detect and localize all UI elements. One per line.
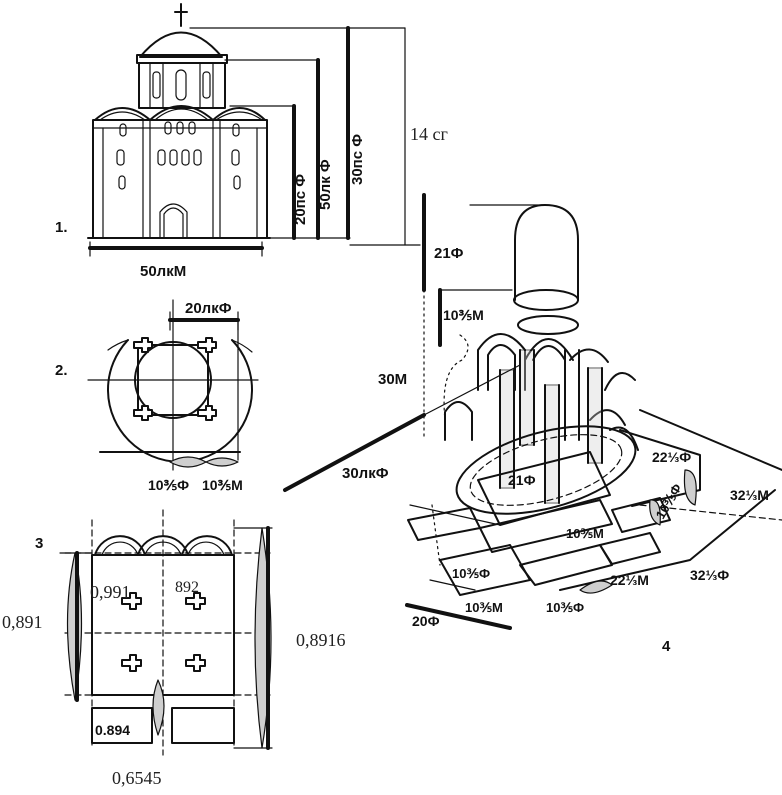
- fig2-top-label: 20лкФ: [185, 300, 232, 317]
- fig3-number: 3: [35, 535, 43, 552]
- fig4-r2: 32⅓М: [730, 487, 769, 503]
- fig1-width-label: 50лкМ: [140, 263, 186, 280]
- fig1-dim-30ps: 30пс Ф: [349, 134, 366, 185]
- fig1-number: 1.: [55, 219, 68, 236]
- fig4-f4: 10⅗Ф: [546, 600, 584, 615]
- annotation-06545: 0,6545: [112, 768, 162, 788]
- fig4-drum-height: 10⅗М: [443, 307, 484, 323]
- fig4-f2: 10⅗М: [465, 600, 503, 615]
- fig2-bottom-left: 10⅗Ф: [148, 477, 189, 493]
- fig2-bottom-right: 10⅗М: [202, 477, 243, 493]
- fig4-r5: 22⅓М: [610, 572, 649, 588]
- fig4-height-30m: 30М: [378, 371, 407, 388]
- annotation-08916: 0,8916: [296, 630, 346, 650]
- annotation-14sg: 14 сг: [410, 124, 448, 144]
- fig4-r1: 22⅓Ф: [652, 449, 691, 465]
- fig4-dome-height: 21Ф: [434, 245, 464, 262]
- fig4-r6: 32⅓Ф: [690, 567, 729, 583]
- fig4-number: 4: [662, 638, 671, 655]
- annotation-892: 892: [175, 579, 199, 596]
- fig4-center-21: 21Ф: [508, 472, 536, 488]
- fig4-f1: 10⅗Ф: [452, 566, 490, 581]
- fig1-dim-20ps: 20пс Ф: [292, 174, 309, 225]
- fig4-axonometric: 4 21Ф 10⅗М 30М 30лкФ 21Ф 22⅓Ф 32⅓М 10⅗Ф …: [283, 193, 782, 655]
- annotation-0891: 0,891: [2, 612, 43, 632]
- fig2-plan-circle: 2. 20лкФ 10⅗Ф 10⅗М: [55, 299, 259, 493]
- fig1-church-elevation: 1. 50лкМ 20пс Ф 50лк Ф 30пс Ф: [55, 3, 421, 280]
- fig1-dim-50lk: 50лк Ф: [317, 159, 334, 210]
- fig2-number: 2.: [55, 362, 68, 379]
- fig4-r4: 10⅗М: [566, 526, 604, 541]
- annotation-0991: 0,991: [90, 582, 131, 602]
- fig4-r3: 10⅗Ф: [653, 481, 685, 522]
- fig4-f3: 20Ф: [412, 613, 440, 629]
- fig4-diag-30: 30лкФ: [342, 465, 389, 482]
- fig3-box-label: 0.894: [95, 722, 130, 738]
- fig3-floor-plan: 3 0.894 0,991 892: [35, 509, 273, 756]
